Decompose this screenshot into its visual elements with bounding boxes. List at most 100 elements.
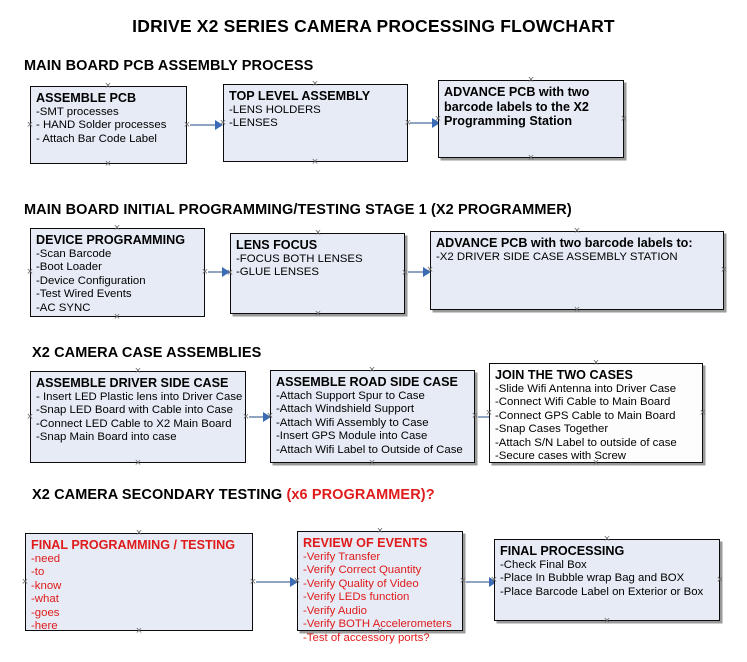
resize-handle-bottom[interactable] <box>573 306 582 315</box>
node-title: REVIEW OF EVENTS <box>303 536 428 550</box>
resize-handle-left[interactable] <box>26 268 35 277</box>
section-header-x2-camera-case-assemblies: X2 CAMERA CASE ASSEMBLIES <box>32 345 261 361</box>
node-line: -AC SYNC <box>36 301 91 314</box>
arrow-shaft <box>256 581 291 583</box>
node-line: -Snap Main Board into case <box>36 431 177 444</box>
section-header-text: MAIN BOARD INITIAL PROGRAMMING/TESTING S… <box>24 202 572 218</box>
section-header-x2-camera-secondary-testing: X2 CAMERA SECONDARY TESTING (x6 PROGRAMM… <box>32 487 435 503</box>
resize-handle-right[interactable] <box>720 266 729 275</box>
node-line: -Insert GPS Module into Case <box>276 430 428 443</box>
node-line: -Attach Support Spur to Case <box>276 389 425 402</box>
node-assemble-pcb[interactable]: ASSEMBLE PCB -SMT processes - HAND Solde… <box>30 86 187 164</box>
resize-handle-bottom[interactable] <box>134 459 143 468</box>
node-advance-pcb-to-x2-programming-station[interactable]: ADVANCE PCB with two barcode labels to t… <box>438 80 624 158</box>
node-assemble-driver-side-case[interactable]: ASSEMBLE DRIVER SIDE CASE - Insert LED P… <box>30 371 246 463</box>
resize-handle-top[interactable] <box>592 359 601 368</box>
node-title: FINAL PROCESSING <box>500 544 625 558</box>
node-line: -Verify LEDs function <box>303 591 410 604</box>
node-line: -LENS HOLDERS <box>229 103 321 116</box>
node-line: -SMT processes <box>36 105 119 118</box>
section-header-text: MAIN BOARD PCB ASSEMBLY PROCESS <box>24 58 314 74</box>
resize-handle-bottom[interactable] <box>104 160 113 169</box>
resize-handle-right[interactable] <box>471 412 480 421</box>
resize-handle-right[interactable] <box>249 578 258 587</box>
resize-handle-right[interactable] <box>404 119 413 128</box>
resize-handle-top[interactable] <box>527 76 536 85</box>
node-line: -GLUE LENSES <box>236 266 319 279</box>
node-final-processing[interactable]: FINAL PROCESSING -Check Final Box -Place… <box>494 539 720 621</box>
node-line: -Test Wired Events <box>36 288 132 301</box>
node-line: -need <box>31 552 61 565</box>
resize-handle-right[interactable] <box>620 115 629 124</box>
node-line: -FOCUS BOTH LENSES <box>236 252 363 265</box>
node-title: TOP LEVEL ASSEMBLY <box>229 89 371 103</box>
resize-handle-right[interactable] <box>242 413 251 422</box>
node-title: ADVANCE PCB with two barcode labels to: <box>436 236 693 250</box>
resize-handle-left[interactable] <box>434 115 443 124</box>
node-line: -Slide Wifi Antenna into Driver Case <box>495 382 677 395</box>
node-line: -what <box>31 593 59 606</box>
resize-handle-left[interactable] <box>226 269 235 278</box>
resize-handle-bottom[interactable] <box>314 310 323 319</box>
node-line: -Place In Bubble wrap Bag and BOX <box>500 572 685 585</box>
resize-handle-right[interactable] <box>183 121 192 130</box>
node-title: JOIN THE TWO CASES <box>495 368 633 382</box>
resize-handle-top[interactable] <box>135 529 144 538</box>
node-device-programming[interactable]: DEVICE PROGRAMMING -Scan Barcode -Boot L… <box>30 228 205 317</box>
resize-handle-right[interactable] <box>201 268 210 277</box>
resize-handle-left[interactable] <box>485 409 494 418</box>
resize-handle-top[interactable] <box>314 229 323 238</box>
node-title: ASSEMBLE DRIVER SIDE CASE <box>36 376 229 390</box>
resize-handle-left[interactable] <box>219 119 228 128</box>
resize-handle-left[interactable] <box>293 577 302 586</box>
node-line: - Insert LED Plastic lens into Driver Ca… <box>36 390 243 403</box>
node-line: -Scan Barcode <box>36 247 112 260</box>
resize-handle-left[interactable] <box>26 121 35 130</box>
resize-handle-left[interactable] <box>21 578 30 587</box>
resize-handle-left[interactable] <box>266 412 275 421</box>
resize-handle-top[interactable] <box>368 366 377 375</box>
resize-handle-left[interactable] <box>426 266 435 275</box>
node-title: FINAL PROGRAMMING / TESTING <box>31 538 236 552</box>
resize-handle-top[interactable] <box>134 367 143 376</box>
resize-handle-bottom[interactable] <box>376 627 385 636</box>
resize-handle-bottom[interactable] <box>592 459 601 468</box>
node-line: - HAND Solder processes <box>36 119 167 132</box>
resize-handle-top[interactable] <box>311 80 320 89</box>
resize-handle-bottom[interactable] <box>113 313 122 322</box>
arrow-shaft <box>408 271 424 273</box>
resize-handle-left[interactable] <box>26 413 35 422</box>
section-header-main-board-pcb-assembly-process: MAIN BOARD PCB ASSEMBLY PROCESS <box>24 58 313 74</box>
node-title: LENS FOCUS <box>236 238 318 252</box>
resize-handle-bottom[interactable] <box>527 154 536 163</box>
node-line: -know <box>31 579 62 592</box>
node-advance-pcb-to-driver-side-case-assembly[interactable]: ADVANCE PCB with two barcode labels to: … <box>430 231 724 310</box>
page-title: IDRIVE X2 SERIES CAMERA PROCESSING FLOWC… <box>132 16 615 36</box>
resize-handle-right[interactable] <box>459 577 468 586</box>
node-line: -here <box>31 620 58 633</box>
node-line: -Snap Cases Together <box>495 423 609 436</box>
node-line: -Device Configuration <box>36 274 146 287</box>
node-join-the-two-cases[interactable]: JOIN THE TWO CASES -Slide Wifi Antenna i… <box>489 363 703 463</box>
resize-handle-bottom[interactable] <box>368 459 377 468</box>
resize-handle-top[interactable] <box>113 224 122 233</box>
node-final-programming-testing[interactable]: FINAL PROGRAMMING / TESTING -need -to -k… <box>25 533 253 633</box>
arrow-shaft <box>208 271 223 273</box>
resize-handle-left[interactable] <box>490 576 499 585</box>
resize-handle-right[interactable] <box>699 409 708 418</box>
resize-handle-top[interactable] <box>376 527 385 536</box>
resize-handle-bottom[interactable] <box>603 617 612 626</box>
node-review-of-events[interactable]: REVIEW OF EVENTS -Verify Transfer -Verif… <box>297 531 463 644</box>
node-line: -Verify Transfer <box>303 550 381 563</box>
node-top-level-assembly[interactable]: TOP LEVEL ASSEMBLY -LENS HOLDERS -LENSES <box>223 84 408 162</box>
resize-handle-right[interactable] <box>401 269 410 278</box>
resize-handle-top[interactable] <box>104 82 113 91</box>
resize-handle-bottom[interactable] <box>311 158 320 167</box>
arrow-shaft <box>190 124 216 126</box>
resize-handle-top[interactable] <box>573 227 582 236</box>
resize-handle-right[interactable] <box>716 576 725 585</box>
resize-handle-bottom[interactable] <box>135 627 144 636</box>
node-assemble-road-side-case[interactable]: ASSEMBLE ROAD SIDE CASE -Attach Support … <box>270 370 475 463</box>
resize-handle-top[interactable] <box>603 535 612 544</box>
node-lens-focus[interactable]: LENS FOCUS -FOCUS BOTH LENSES -GLUE LENS… <box>230 233 405 314</box>
